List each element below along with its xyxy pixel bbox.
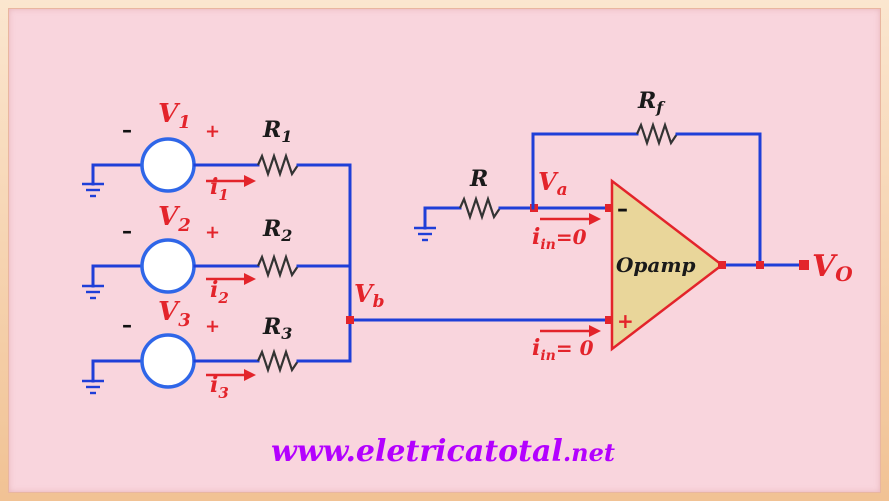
resistor-r — [458, 195, 501, 221]
source-v3 — [140, 333, 196, 389]
label-i1: i1 — [210, 174, 229, 204]
wire-gnd2 — [91, 264, 143, 288]
label-i3: i3 — [210, 372, 229, 402]
label-i2: i2 — [210, 277, 229, 307]
label-r3: R3 — [262, 314, 292, 343]
resistor-r2 — [256, 253, 299, 279]
label-vb: Vb — [354, 279, 385, 312]
sign-v1-minus: – — [122, 118, 132, 142]
source-v1 — [140, 137, 196, 193]
ground-1-icon — [82, 182, 104, 198]
sign-v3-minus: – — [122, 313, 132, 337]
label-iin-top: iin=0 — [532, 224, 587, 253]
label-v3: V3 — [158, 297, 191, 331]
label-r: R — [469, 166, 488, 192]
label-r1: R1 — [262, 117, 292, 146]
sign-v1-plus: + — [205, 121, 220, 142]
label-rf: Rf — [637, 88, 666, 117]
label-va: Va — [538, 167, 568, 200]
ground-4-icon — [414, 226, 436, 242]
branch-1 — [82, 137, 352, 322]
website-url: www.eletricatotal.net — [271, 434, 615, 469]
branch-3 — [82, 318, 352, 395]
label-vo: VO — [812, 249, 853, 286]
ground-3-icon — [82, 379, 104, 395]
node-plus-input — [605, 316, 613, 324]
wire-feedback-left — [531, 132, 639, 210]
arrow-i3-icon — [206, 369, 256, 381]
sign-v2-minus: – — [122, 219, 132, 243]
node-vb — [346, 316, 354, 324]
arrow-iin-top-icon — [540, 213, 601, 225]
arrow-iin-bottom-icon — [540, 325, 601, 337]
arrow-i2-icon — [206, 273, 256, 285]
branch-2 — [82, 238, 352, 300]
wire-gnd3 — [91, 359, 143, 383]
label-v1: V1 — [158, 99, 191, 133]
resistor-r3 — [256, 348, 299, 374]
node-opamp-out — [718, 261, 726, 269]
source-v2 — [140, 238, 196, 294]
node-feedback-out — [756, 261, 764, 269]
sign-v3-plus: + — [205, 316, 220, 337]
label-r2: R2 — [262, 216, 292, 245]
opamp-plus-sign: + — [617, 309, 634, 333]
wire-r1-node — [296, 163, 352, 322]
opamp-minus-sign: – — [617, 197, 628, 222]
arrow-i1-icon — [206, 175, 256, 187]
resistor-r1 — [256, 152, 299, 178]
node-vo — [799, 260, 809, 270]
label-iin-bottom: iin= 0 — [532, 335, 594, 364]
ground-2-icon — [82, 284, 104, 300]
label-v2: V2 — [158, 202, 191, 236]
opamp-label: Opamp — [616, 253, 696, 277]
resistor-rf — [635, 121, 678, 147]
node-minus-input — [605, 204, 613, 212]
wire-gnd1 — [91, 163, 143, 186]
wire-gnd-r — [423, 206, 462, 230]
wire-feedback-right — [675, 132, 762, 267]
sign-v2-plus: + — [205, 222, 220, 243]
opamp-triangle — [610, 178, 725, 352]
wire-r3-node — [296, 318, 352, 363]
